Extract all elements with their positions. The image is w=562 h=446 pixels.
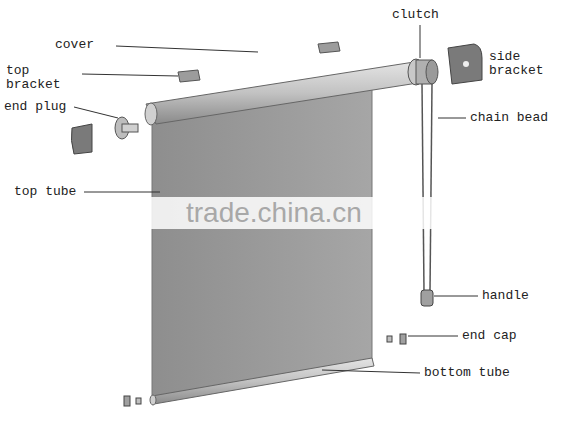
- part-label: chain bead: [470, 111, 558, 125]
- part-label: bottom tube: [424, 366, 524, 380]
- part-label: top bracket: [6, 64, 76, 92]
- part-label: top tube: [14, 185, 84, 199]
- part-label: clutch: [392, 8, 452, 22]
- part-label: end plug: [4, 100, 84, 114]
- watermark: trade.china.cn: [186, 198, 362, 228]
- part-label: cover: [55, 38, 115, 52]
- part-label: handle: [482, 289, 542, 303]
- part-label: side bracket: [489, 50, 555, 78]
- part-label: end cap: [462, 329, 532, 343]
